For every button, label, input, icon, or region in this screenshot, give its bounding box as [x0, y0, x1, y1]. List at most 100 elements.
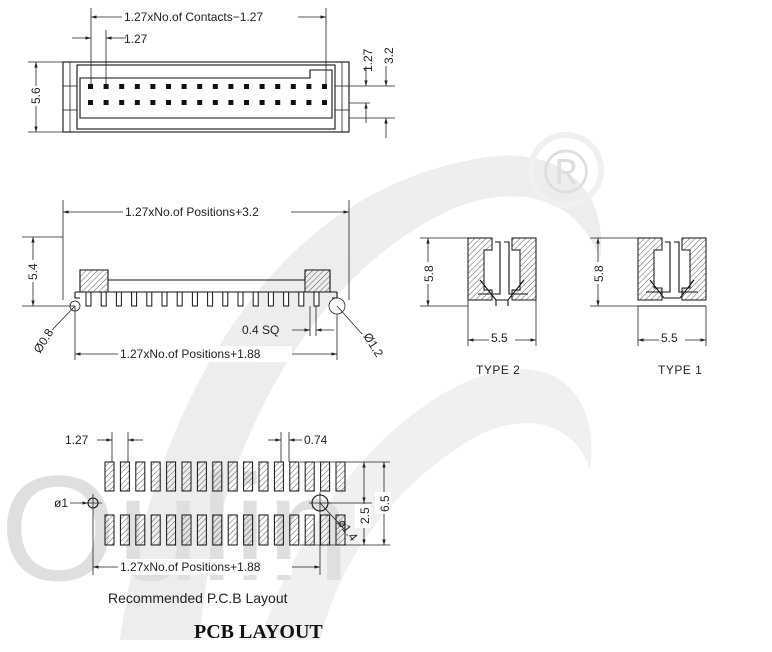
contact-pin-bottom-row	[88, 100, 93, 105]
pad-bottom-row	[104, 514, 115, 546]
top-height-dimension: 5.6	[29, 87, 43, 104]
contact-pin-top-row	[181, 84, 187, 89]
pad-bottom-row	[181, 514, 192, 546]
top-view-dimensions: 1.27xNo.of Contacts−1.27 1.27 5.6 1.27 3…	[26, 8, 396, 138]
pad-bottom-row	[196, 514, 207, 546]
contact-pin-top-row	[119, 84, 125, 89]
side-width-dimension: 1.27xNo.of Positions+3.2	[125, 205, 259, 219]
right-height-dimension: 3.2	[382, 47, 396, 64]
lead	[131, 291, 138, 307]
pad-top-row	[258, 461, 269, 492]
left-hole-diameter: Ø0.8	[31, 326, 57, 356]
pad-bottom-row	[135, 514, 146, 546]
contact-pin-bottom-row	[150, 100, 156, 105]
contact-pin-top-row	[322, 84, 327, 89]
pad-bottom-row	[320, 514, 331, 546]
side-view-dimensions: 1.27xNo.of Positions+3.2 5.4 0.4 SQ Ø0.8…	[22, 200, 386, 362]
pad-bottom-row	[166, 514, 177, 546]
lead	[252, 291, 259, 307]
pad-top-row	[104, 461, 115, 492]
pad-bottom-row	[227, 514, 238, 546]
contact-pin-bottom-row	[322, 100, 327, 105]
type2-cross-section: 5.8 5.5 TYPE 2	[419, 237, 537, 377]
pcb-pads	[104, 461, 346, 546]
type2-dimensions: 5.8 5.5	[419, 237, 537, 346]
contact-pin-top-row	[212, 84, 218, 89]
contact-pin-top-row	[259, 84, 265, 89]
pad-top-row	[335, 461, 346, 492]
pad-bottom-row	[243, 514, 254, 546]
contact-pin-top-row	[275, 84, 281, 89]
lead	[222, 291, 229, 307]
pad-bottom-row	[258, 514, 269, 546]
contact-pin-top-row	[306, 84, 312, 89]
contact-pin-bottom-row	[244, 100, 249, 105]
contact-pin-top-row	[228, 84, 234, 89]
pad-top-row	[119, 461, 130, 492]
top-view-housing	[62, 61, 350, 133]
pcb-height-dimension: 6.5	[378, 495, 392, 512]
brand-watermark: Oulin ®	[0, 132, 604, 640]
lead	[85, 291, 92, 307]
pad-top-row	[289, 461, 300, 492]
side-view: 1.27xNo.of Positions+3.2 5.4 0.4 SQ Ø0.8…	[22, 200, 386, 362]
lead	[298, 291, 305, 307]
top-view-contacts	[88, 84, 327, 105]
lead	[115, 291, 122, 307]
contact-pin-top-row	[244, 84, 249, 89]
top-pitch-dimension: 1.27	[124, 32, 148, 46]
type1-profile	[637, 237, 707, 307]
pad-top-row	[181, 461, 192, 492]
contact-pin-top-row	[197, 84, 203, 89]
side-bottom-dimension: 1.27xNo.of Positions+1.88	[120, 347, 261, 361]
contact-pin-bottom-row	[212, 100, 218, 105]
contact-pin-bottom-row	[181, 100, 187, 105]
type1-width-dimension: 5.5	[661, 331, 678, 345]
pad-top-row	[196, 461, 207, 492]
side-view-leads	[85, 291, 320, 307]
pad-bottom-row	[289, 514, 300, 546]
top-width-dimension: 1.27xNo.of Contacts−1.27	[124, 10, 263, 24]
type1-height-dimension: 5.8	[592, 265, 606, 282]
pcb-bottom-dimension: 1.27xNo.of Positions+1.88	[120, 560, 261, 574]
pad-bottom-row	[119, 514, 130, 546]
lead	[100, 291, 107, 307]
pad-top-row	[320, 461, 331, 492]
pcb-pad-width-dimension: 0.74	[304, 433, 328, 447]
contact-pin-top-row	[134, 84, 140, 89]
lead	[146, 291, 153, 307]
pad-bottom-row	[212, 514, 223, 546]
lead	[267, 291, 274, 307]
pad-bottom-row	[304, 514, 315, 546]
contact-pin-bottom-row	[228, 100, 234, 105]
lead	[191, 291, 198, 307]
pcb-left-hole-dimension: ø1	[54, 496, 68, 510]
lead-square-dimension: 0.4 SQ	[242, 323, 279, 337]
pcb-title: PCB LAYOUT	[194, 621, 323, 643]
top-view: 1.27xNo.of Contacts−1.27 1.27 5.6 1.27 3…	[26, 8, 396, 138]
pad-top-row	[135, 461, 146, 492]
pad-top-row	[243, 461, 254, 492]
type1-cross-section: 5.8 5.5 TYPE 1	[589, 237, 707, 377]
contact-pin-bottom-row	[259, 100, 265, 105]
pad-top-row	[227, 461, 238, 492]
contact-pin-bottom-row	[166, 100, 171, 105]
contact-pin-top-row	[88, 84, 93, 89]
pcb-caption: Recommended P.C.B Layout	[108, 590, 288, 606]
contact-pin-top-row	[103, 84, 109, 89]
lead	[313, 291, 320, 307]
registered-mark-icon: ®	[543, 138, 589, 207]
pad-top-row	[212, 461, 223, 492]
type2-profile	[467, 237, 537, 306]
right-hole-diameter: Ø1.2	[360, 330, 386, 360]
contact-pin-bottom-row	[103, 100, 109, 105]
contact-pin-top-row	[150, 84, 156, 89]
type1-dimensions: 5.8 5.5	[589, 237, 707, 346]
type2-height-dimension: 5.8	[422, 265, 436, 282]
pad-top-row	[150, 461, 161, 492]
contact-pin-bottom-row	[119, 100, 125, 105]
pad-top-row	[304, 461, 315, 492]
contact-pin-bottom-row	[290, 100, 296, 105]
